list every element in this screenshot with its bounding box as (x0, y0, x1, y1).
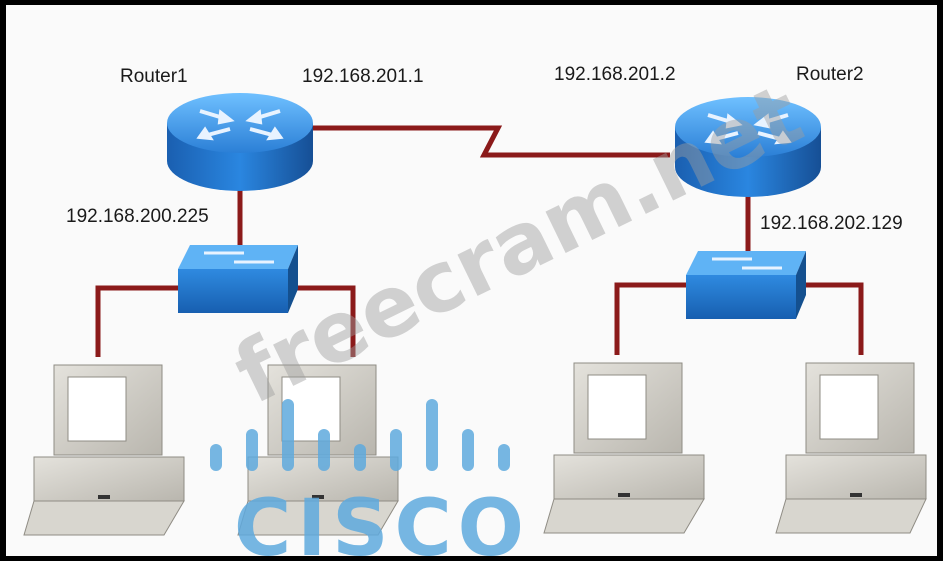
network-diagram: Router1 192.168.201.1 192.168.201.2 Rout… (6, 5, 937, 556)
links (95, 125, 864, 357)
pc1 (23, 364, 185, 536)
cisco-logo: CISCO (210, 399, 530, 556)
router1-label: Router1 (120, 66, 188, 87)
cisco-logo-text: CISCO (234, 484, 530, 556)
switch1 (178, 245, 298, 313)
pc-icon (543, 362, 705, 534)
wan-serial-link (306, 125, 670, 158)
cisco-bars-icon (210, 399, 510, 471)
switch2-pc4-link (800, 282, 864, 355)
pc-icon (775, 362, 927, 534)
router-icon (167, 93, 313, 191)
pc3 (543, 362, 705, 534)
diagram-canvas: Router1 192.168.201.1 192.168.201.2 Rout… (23, 64, 927, 556)
router-icon (675, 97, 821, 197)
router1-wan-ip: 192.168.201.1 (302, 66, 424, 87)
switch2-pc3-link (614, 282, 694, 355)
pc-icon (23, 364, 185, 536)
pc4 (775, 362, 927, 534)
router1-lan-ip: 192.168.200.225 (66, 206, 209, 227)
switch1-pc1-link (95, 285, 186, 357)
router2 (675, 97, 821, 197)
switch-icon (686, 251, 806, 319)
router2-wan-ip: 192.168.201.2 (554, 64, 676, 85)
switch2 (686, 251, 806, 319)
switch1-pc2-link (292, 285, 356, 357)
switch-icon (178, 245, 298, 313)
router2-lan-ip: 192.168.202.129 (760, 213, 903, 234)
router2-label: Router2 (796, 64, 864, 85)
router1 (167, 93, 313, 191)
